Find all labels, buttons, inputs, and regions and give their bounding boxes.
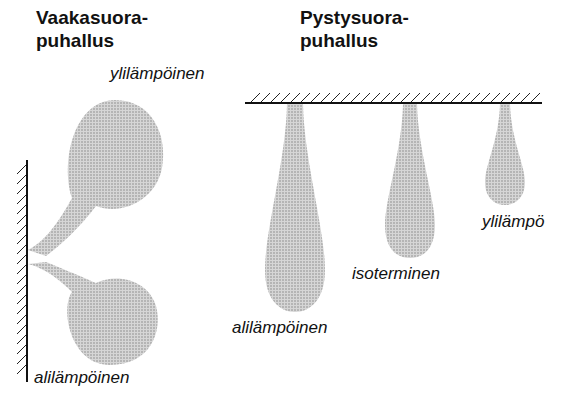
warm-jet-blob — [28, 100, 163, 256]
cold-jet-drop — [265, 104, 325, 312]
warm-jet-drop — [485, 104, 525, 205]
cold-jet-blob — [28, 262, 158, 365]
wall-line — [26, 160, 28, 382]
jet-label: alilämpöinen — [232, 318, 327, 338]
ceiling-line — [245, 102, 542, 104]
jet-label: alilämpöinen — [34, 368, 129, 388]
jet-label: isoterminen — [352, 264, 440, 284]
jet-label: ylilämpöinen — [110, 64, 205, 84]
surface-hatching — [17, 93, 540, 374]
section-heading: Vaakasuora- puhallus — [36, 6, 156, 52]
section-heading: Pystysuora- puhallus — [300, 6, 420, 52]
jet-label: ylilämpö — [482, 212, 544, 232]
isothermal-jet-drop — [385, 104, 435, 258]
